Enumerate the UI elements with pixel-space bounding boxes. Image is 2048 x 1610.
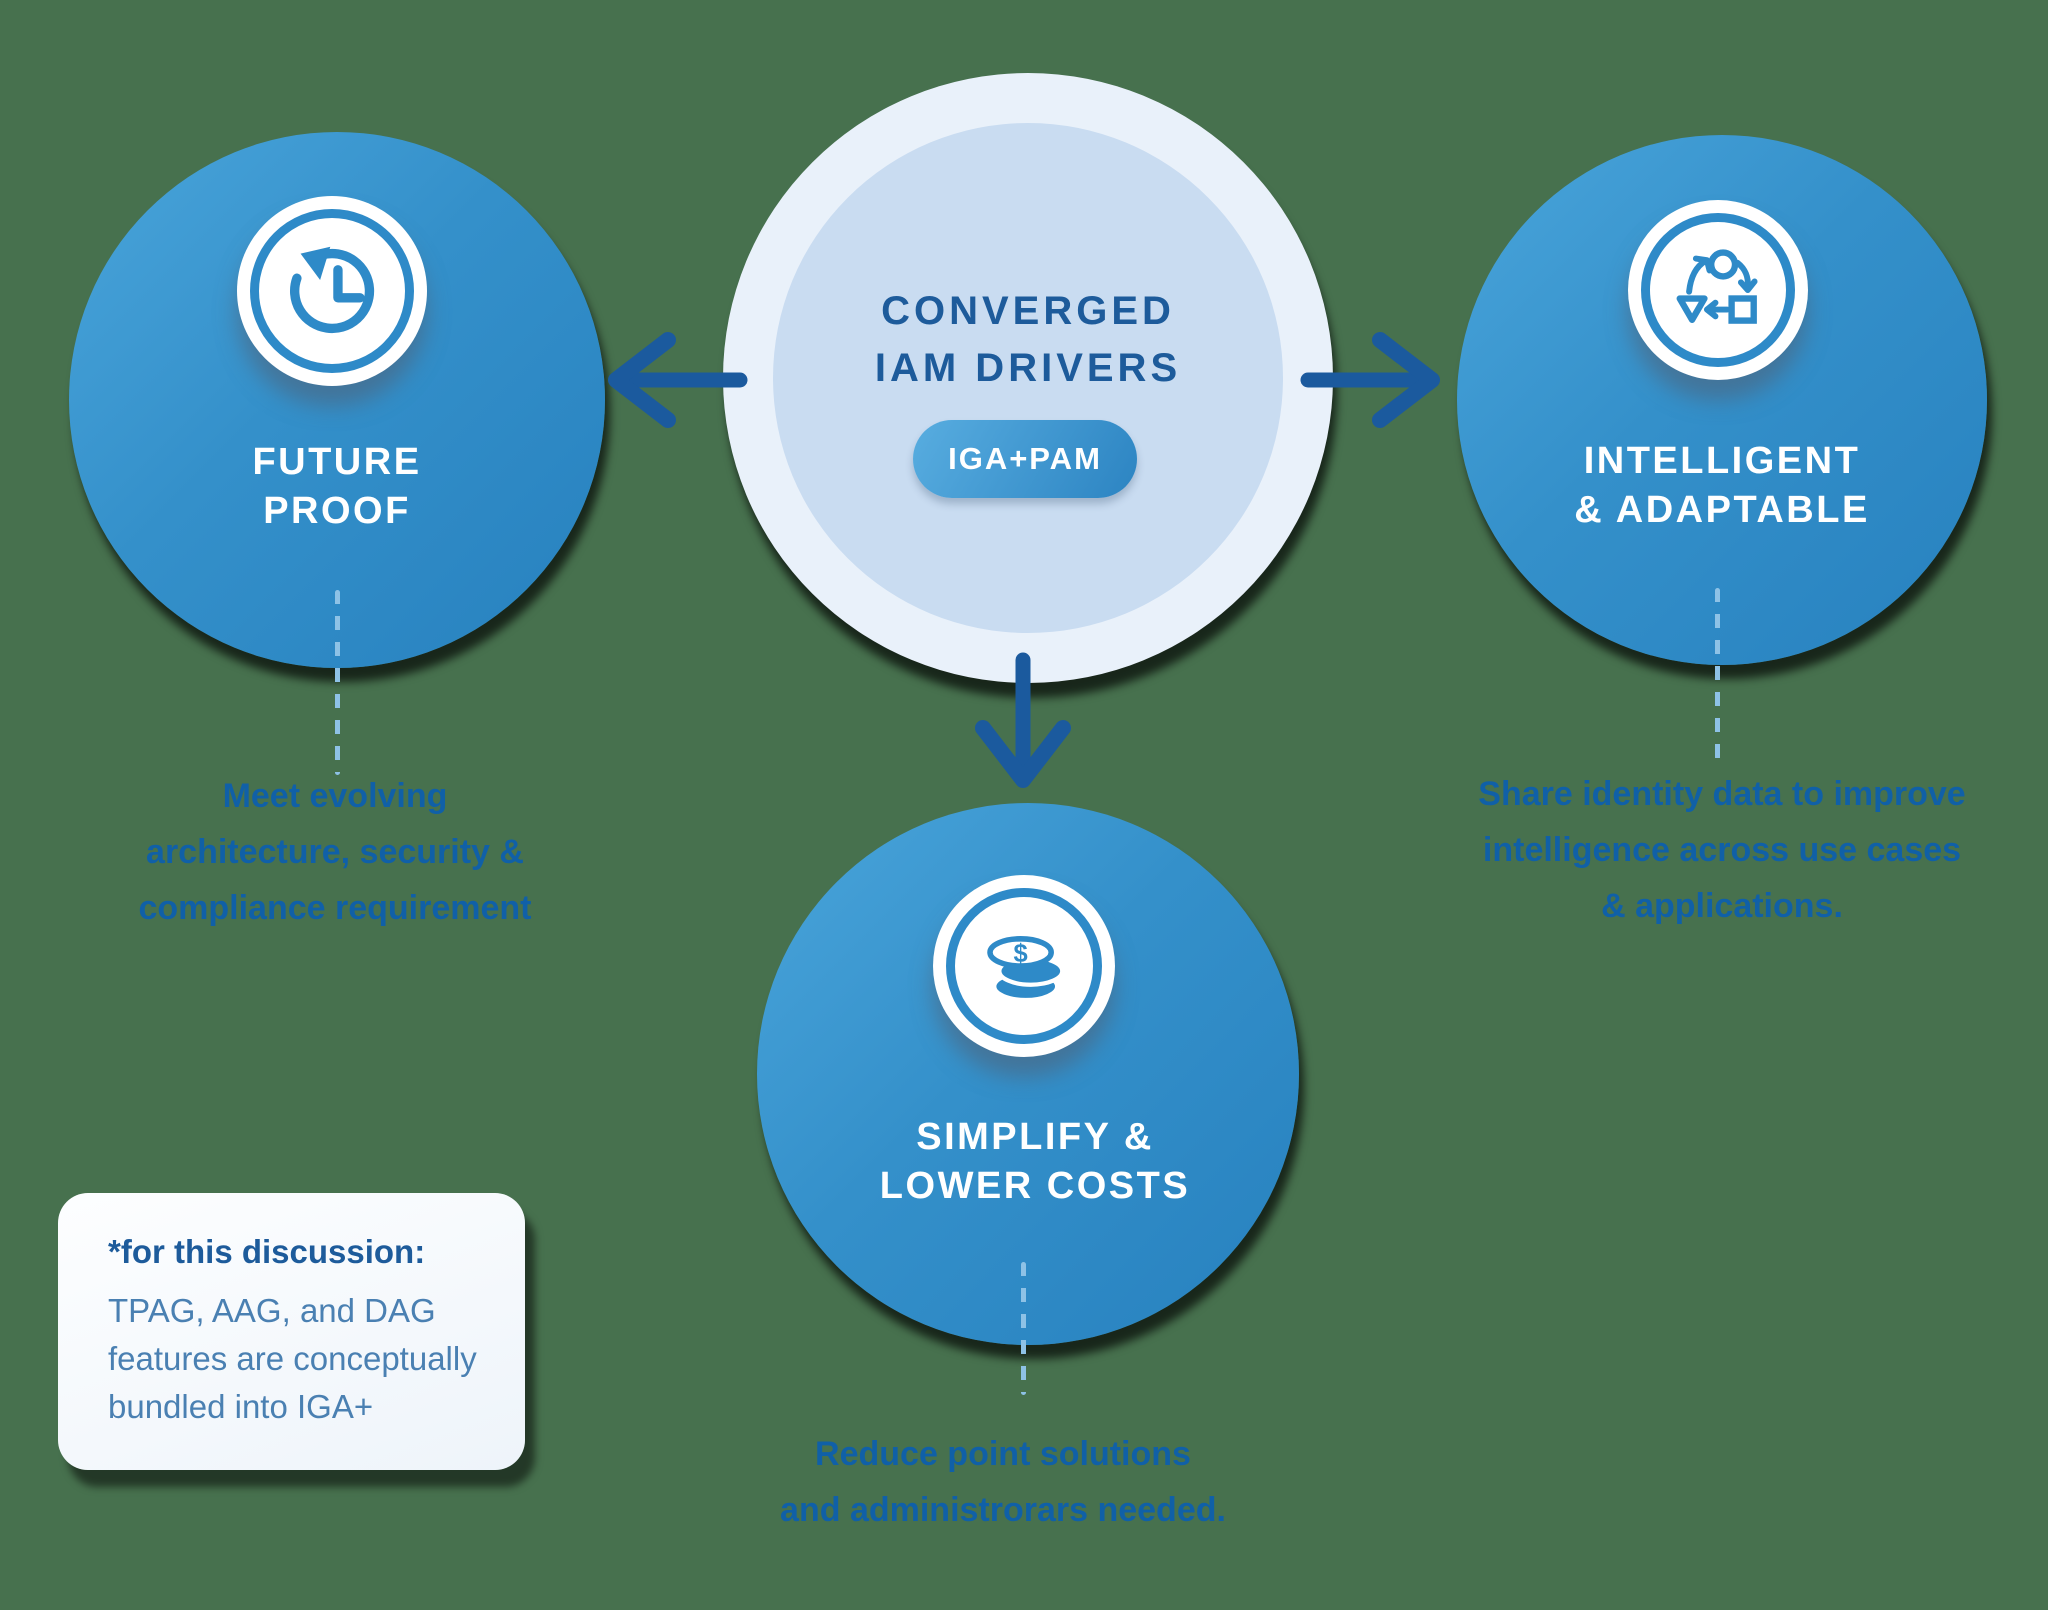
title-line: PROOF — [263, 490, 411, 532]
intelligent-adaptable-title: INTELLIGENT & ADAPTABLE — [1472, 437, 1972, 535]
svg-text:$: $ — [1014, 940, 1028, 968]
arrow-left — [608, 332, 748, 428]
converged-iam-drivers-circle — [723, 73, 1333, 683]
converged-iam-drivers-inner-circle — [773, 123, 1283, 633]
icon-ring — [250, 209, 414, 373]
intelligent-adaptable-dashed-line — [1715, 588, 1720, 760]
title-line: & ADAPTABLE — [1574, 489, 1870, 531]
desc-line: Meet evolving — [222, 777, 448, 815]
discussion-note-box: *for this discussion: TPAG, AAG, and DAG… — [58, 1193, 525, 1470]
desc-line: intelligence across use cases — [1482, 831, 1962, 869]
center-title-line2: IAM DRIVERS — [874, 346, 1182, 390]
intelligent-adaptable-description: Share identity data to improve intellige… — [1422, 766, 2022, 934]
note-heading: *for this discussion: — [108, 1233, 426, 1270]
workflow-cycle-icon — [1676, 249, 1758, 324]
arrow-down — [975, 652, 1071, 788]
title-line: FUTURE — [252, 441, 422, 483]
simplify-lower-costs-title: SIMPLIFY & LOWER COSTS — [778, 1113, 1292, 1211]
desc-line: Reduce point solutions — [815, 1435, 1191, 1473]
future-proof-dashed-line — [335, 590, 340, 775]
iga-pam-pill-label: IGA+PAM — [948, 441, 1102, 476]
desc-line: compliance requirement — [138, 889, 532, 927]
center-title-line1: CONVERGED — [881, 289, 1175, 333]
arrow-right — [1300, 332, 1440, 428]
desc-line: and administrorars needed. — [780, 1491, 1226, 1529]
intelligent-adaptable-icon-puck — [1628, 200, 1808, 380]
icon-ring — [946, 888, 1102, 1044]
coins-icon: $ — [987, 936, 1065, 1003]
title-line: INTELLIGENT — [1583, 440, 1861, 482]
desc-line: architecture, security & — [146, 833, 524, 871]
future-proof-description: Meet evolving architecture, security & c… — [35, 768, 635, 936]
simplify-lower-costs-description: Reduce point solutions and administrorar… — [703, 1426, 1303, 1538]
future-proof-icon-puck — [237, 196, 427, 386]
title-line: LOWER COSTS — [879, 1165, 1191, 1207]
icon-ring — [1641, 213, 1795, 367]
history-clock-icon — [290, 246, 375, 333]
note-line: TPAG, AAG, and DAG — [108, 1292, 436, 1329]
future-proof-title: FUTURE PROOF — [87, 438, 587, 536]
desc-line: Share identity data to improve — [1478, 775, 1966, 813]
title-line: SIMPLIFY & — [916, 1116, 1154, 1158]
note-line: features are conceptually — [108, 1340, 477, 1377]
center-title: CONVERGED IAM DRIVERS — [778, 283, 1278, 397]
desc-line: & applications. — [1601, 887, 1843, 925]
note-line: bundled into IGA+ — [108, 1388, 374, 1425]
simplify-lower-costs-dashed-line — [1021, 1262, 1026, 1395]
iga-pam-pill: IGA+PAM — [913, 420, 1137, 498]
simplify-lower-costs-icon-puck: $ — [933, 875, 1115, 1057]
